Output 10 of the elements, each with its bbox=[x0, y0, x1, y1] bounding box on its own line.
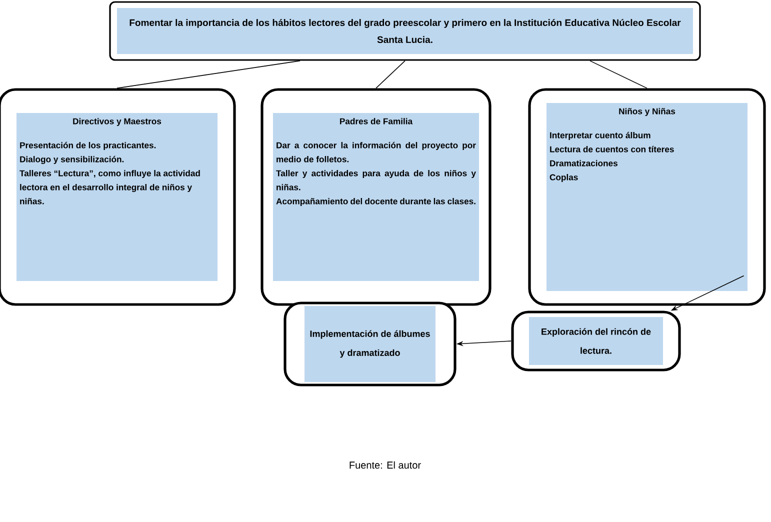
text-box: Niños y Niñas Interpretar cuento álbum Lectura de cuentos con títeres Dramatizaciones Coplas bbox=[528, 88, 766, 306]
caption: Fuente: El autor bbox=[350, 461, 421, 469]
text-box: Implementación de álbumes y dramatizado bbox=[284, 302, 456, 386]
text-box: Padres de Familia Dar a conocer la información del proyecto por medio de folletos. Taller y actividades para ayuda de los niños y niñas. Acompañamiento del docente durante las clases. bbox=[260, 88, 492, 306]
text-box: Exploración del rincón de lectura. bbox=[511, 310, 681, 372]
connector-line bbox=[376, 60, 406, 89]
text-box: Fomentar la importancia de los hábitos lectores del grado preescolar y primero en la Institución Educativa Núcleo Escolar Santa Lucia. bbox=[109, 1, 701, 61]
connector-line bbox=[116, 60, 300, 89]
connector-line bbox=[590, 60, 648, 89]
text-box: Directivos y Maestros Presentación de los practicantes. Dialogo y sensibilización. Talleres “Lectura”, como influye la actividad lectora en el desarrollo integral de niños y niñas. bbox=[0, 88, 236, 306]
